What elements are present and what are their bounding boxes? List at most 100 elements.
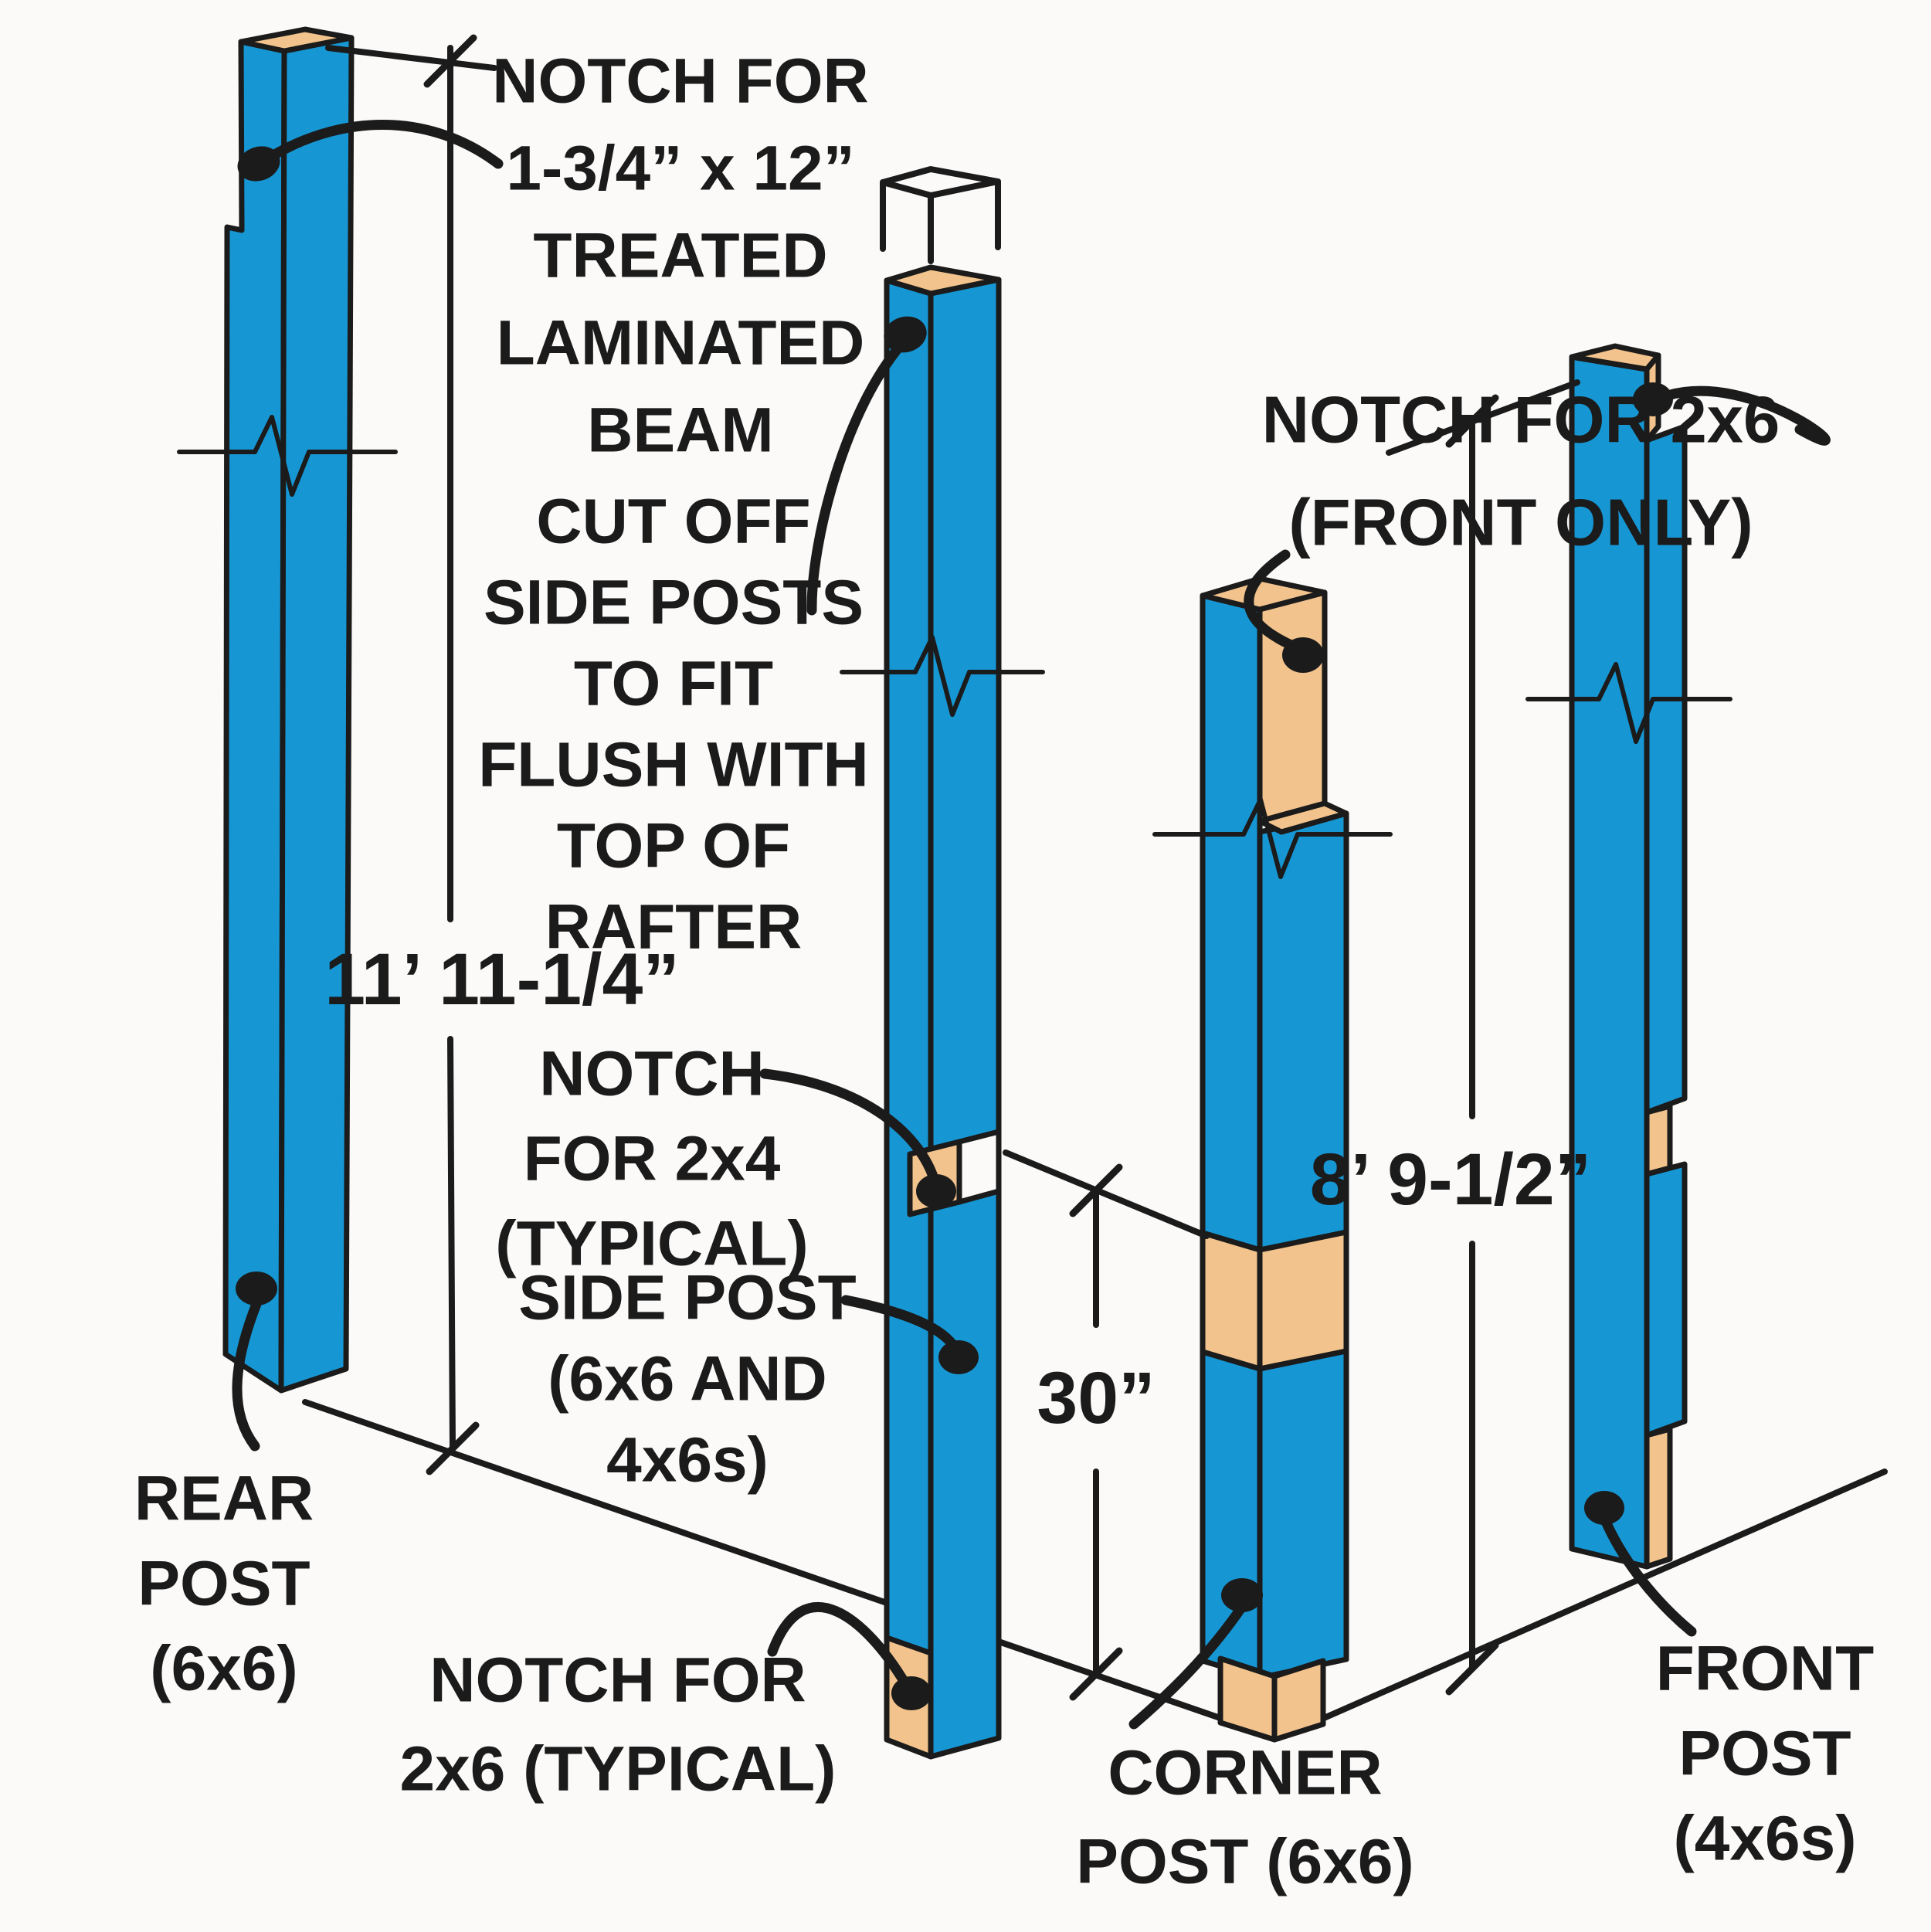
corner-post-label: CORNER POST (6x6)	[1076, 1738, 1413, 1897]
notch-2x6-typical-label-line-2: 2x6 (TYPICAL)	[400, 1734, 837, 1805]
rear-post-label-line-3: (6x6)	[150, 1634, 297, 1704]
side-post-right-face	[928, 277, 1002, 1760]
notch-2x6-leader	[767, 1601, 914, 1694]
rear-post-label-line-2: POST	[137, 1549, 310, 1619]
side-post-dot	[938, 1340, 979, 1374]
left-baseline	[302, 1399, 1281, 1741]
rear-post-leader	[232, 1299, 262, 1452]
cutoff-label-line-6: RAFTER	[545, 892, 803, 963]
corner-post-break-mark	[1152, 797, 1393, 879]
leader-lines	[232, 119, 1831, 1730]
rear-post-left-face	[222, 39, 287, 1394]
front-post-label-line-3: (4x6s)	[1673, 1804, 1856, 1874]
cutoff-leader	[806, 334, 911, 616]
cutoff-label-line-4: FLUSH WITH	[478, 730, 869, 800]
corner-post-leader	[1128, 1601, 1247, 1730]
dimension-lines	[325, 34, 1580, 1701]
notch-2x4-label: NOTCH FOR 2x4 (TYPICAL)	[495, 1039, 808, 1279]
dim-burial-depth: 30”	[1037, 1357, 1155, 1439]
depth-tick-top	[1069, 1163, 1123, 1217]
notch-2x4-label-line-2: FOR 2x4	[524, 1124, 781, 1194]
ghost-box-top-face	[880, 166, 1001, 199]
front-post-2x4-notch-face	[1644, 1103, 1673, 1177]
front-post-right-face-mid	[1644, 1161, 1688, 1438]
cutoff-dot	[884, 316, 927, 353]
rear-post-label-line-1: REAR	[134, 1464, 314, 1534]
side-post	[884, 264, 1002, 1760]
front-only-front-dot	[1633, 382, 1673, 416]
notch-2x6-typical-label: NOTCH FOR 2x6 (TYPICAL)	[400, 1645, 837, 1805]
beam-notch-label-line-2: 1-3/4” x 12”	[506, 134, 854, 204]
notch-2x4-dot	[916, 1174, 956, 1208]
cutoff-label-line-5: TOP OF	[557, 811, 790, 881]
side-post-label-line-3: 4x6s)	[606, 1425, 769, 1496]
beam-notch-label-line-5: BEAM	[587, 396, 773, 466]
front-post-right-face-upper	[1644, 423, 1688, 1115]
cutoff-label-line-1: CUT OFF	[536, 487, 810, 557]
front-post-label: FRONT POST (4x6s)	[1656, 1634, 1874, 1874]
rear-post-break-mark	[177, 415, 398, 497]
front-post-leader	[1599, 1513, 1697, 1637]
dim-front-post-height: 8’ 9-1/2”	[1310, 1139, 1591, 1221]
front-post-2x6-notch-face	[1644, 1426, 1673, 1570]
front-post-break-mark	[1525, 662, 1732, 744]
front-only-notch-label-line-2: (FRONT ONLY)	[1288, 487, 1753, 560]
rear-height-extension-line	[325, 45, 497, 71]
rear-height-tick-top	[423, 34, 477, 88]
side-post-left-face	[884, 277, 934, 1656]
rear-post	[222, 26, 355, 1394]
rear-height-dim-line-lower	[447, 1036, 456, 1452]
corner-post-label-line-2: POST (6x6)	[1076, 1827, 1413, 1897]
front-post	[1569, 343, 1688, 1570]
rear-post-top-cut-face	[238, 26, 355, 54]
depth-extension-line	[1003, 1149, 1210, 1239]
corner-post-left-face-upper	[1200, 593, 1263, 1253]
front-post-label-line-1: FRONT	[1656, 1634, 1874, 1704]
side-post-break-mark	[840, 635, 1045, 717]
depth-tick-bottom	[1069, 1647, 1123, 1701]
notch-2x6-typical-label-line-1: NOTCH FOR	[429, 1645, 806, 1716]
corner-post-band-right	[1257, 1229, 1349, 1372]
beam-notch-label-line-1: NOTCH FOR	[492, 46, 868, 117]
corner-post-top-notch-shoulder	[1257, 800, 1349, 835]
dim-rear-post-height-line-1: 11’ 11-1/4”	[324, 939, 680, 1020]
front-only-corner-dot	[1282, 637, 1324, 673]
beam-notch-label-line-4: LAMINATED	[497, 308, 865, 379]
front-height-tick-bottom	[1445, 1642, 1499, 1696]
notch-2x4-label-line-3: (TYPICAL)	[495, 1209, 808, 1279]
front-post-dot	[1584, 1491, 1624, 1525]
side-post-label-line-2: (6x6 AND	[548, 1344, 827, 1414]
side-post-top-cut-face	[884, 264, 1002, 297]
front-post-label-line-2: POST	[1678, 1719, 1851, 1789]
front-height-extension-line	[1386, 379, 1580, 456]
front-only-leader-right	[1655, 385, 1831, 446]
notch-2x4-leader	[759, 1068, 942, 1192]
side-post-ghost-box	[880, 166, 1001, 264]
dim-rear-post-height: 11’ 11-1/4”	[324, 939, 680, 1020]
corner-post-label-line-1: CORNER	[1108, 1738, 1382, 1808]
rear-post-dot	[236, 1272, 277, 1306]
cutoff-label-line-2: SIDE POSTS	[484, 568, 864, 638]
rear-post-right-face	[278, 35, 355, 1394]
corner-post-right-face-lower	[1257, 1348, 1349, 1681]
notch-2x6-dot	[891, 1676, 932, 1710]
dim-burial-depth-line-1: 30”	[1037, 1357, 1155, 1439]
beam-notch-dot	[237, 146, 280, 182]
side-post-2x4-notch-void	[956, 1129, 1002, 1205]
front-height-tick-top	[1445, 394, 1499, 448]
beam-notch-leader	[266, 119, 504, 169]
ground-baselines	[302, 1399, 1888, 1741]
front-only-leader-left	[1244, 549, 1305, 654]
corner-post-foot-right	[1271, 1658, 1326, 1743]
rear-height-tick-bottom	[426, 1421, 480, 1475]
front-only-notch-label: NOTCH FOR 2x6(FRONT ONLY)	[1262, 384, 1780, 560]
right-baseline	[1275, 1469, 1888, 1741]
leader-dots	[236, 146, 1673, 1710]
rear-post-label: REAR POST (6x6)	[134, 1464, 314, 1704]
notch-2x4-label-line-1: NOTCH	[539, 1039, 765, 1109]
cutoff-label-line-3: TO FIT	[574, 649, 773, 719]
